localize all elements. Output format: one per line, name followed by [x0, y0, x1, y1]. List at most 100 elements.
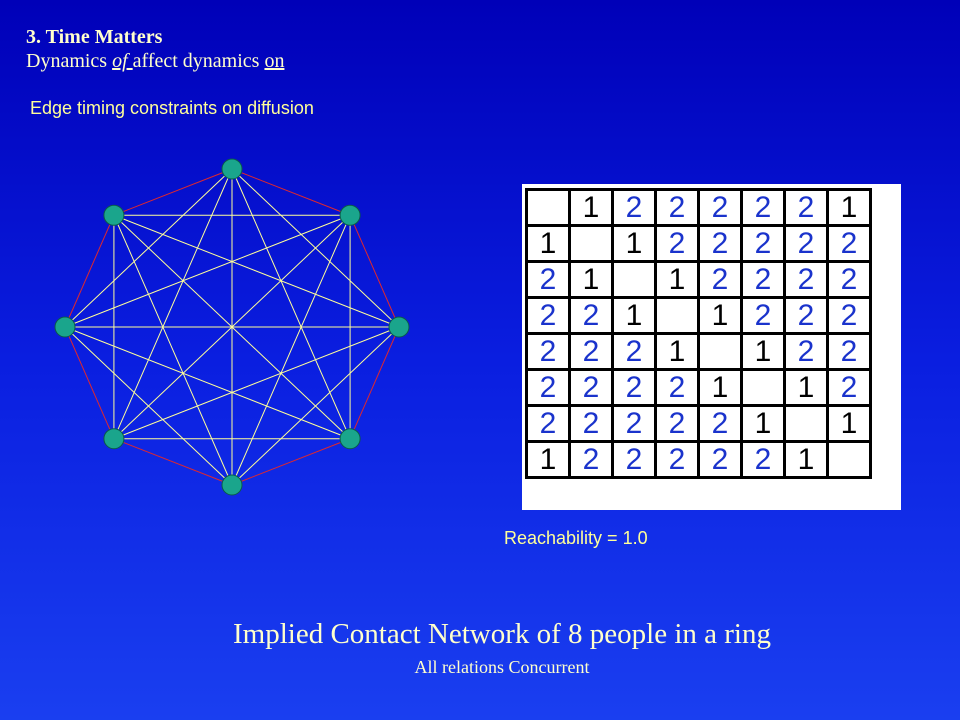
- matrix-cell: 2: [611, 440, 657, 479]
- subtitle-part-on: on: [264, 50, 285, 72]
- matrix-cell: [697, 332, 743, 371]
- chord-edge: [113, 215, 233, 486]
- matrix-cell: 2: [826, 332, 872, 371]
- matrix-cell: 2: [740, 188, 786, 227]
- matrix-cell: 1: [783, 368, 829, 407]
- chord-edge: [64, 326, 351, 440]
- network-caption: Implied Contact Network of 8 people in a…: [233, 618, 771, 650]
- network-nodes: [54, 158, 410, 496]
- matrix-cell: 1: [611, 224, 657, 263]
- subtitle-part-of: of: [112, 50, 133, 72]
- matrix-cell: 1: [697, 368, 743, 407]
- matrix-cell: [611, 260, 657, 299]
- matrix-cell: [783, 404, 829, 443]
- matrix-cell: 2: [611, 404, 657, 443]
- matrix-cell: 1: [611, 296, 657, 335]
- ring-edge: [113, 168, 233, 216]
- matrix-cell: 1: [568, 260, 614, 299]
- matrix-cell: 2: [568, 368, 614, 407]
- chord-edge: [64, 326, 233, 486]
- matrix-cell: [654, 296, 700, 335]
- matrix-cell: 2: [826, 260, 872, 299]
- chord-edge: [113, 168, 233, 439]
- network-caption-sub: All relations Concurrent: [414, 657, 590, 677]
- matrix-cell: 1: [740, 332, 786, 371]
- matrix-cell: 1: [525, 224, 571, 263]
- matrix-cell: 2: [826, 368, 872, 407]
- matrix-cell: 1: [654, 332, 700, 371]
- matrix-cell: 2: [525, 332, 571, 371]
- network-node: [103, 428, 125, 450]
- matrix-cell: 2: [525, 404, 571, 443]
- matrix-cell: 1: [525, 440, 571, 479]
- matrix-cell: 2: [525, 296, 571, 335]
- ring-edge: [349, 326, 400, 439]
- matrix-cell: 1: [826, 188, 872, 227]
- network-node: [221, 474, 243, 496]
- network-node: [339, 204, 361, 226]
- matrix-cell: 1: [697, 296, 743, 335]
- matrix-cell: 2: [611, 368, 657, 407]
- matrix-cell: 2: [783, 188, 829, 227]
- network-edges: [64, 168, 400, 486]
- matrix-cell: 2: [740, 296, 786, 335]
- network-node: [103, 204, 125, 226]
- matrix-cell: [826, 440, 872, 479]
- matrix-cell: 2: [654, 440, 700, 479]
- matrix-cell: 2: [525, 368, 571, 407]
- chord-edge: [113, 214, 400, 328]
- slide-subtitle: Dynamics of affect dynamics on: [26, 50, 284, 73]
- matrix-cell: 2: [568, 296, 614, 335]
- matrix-cell: 2: [826, 224, 872, 263]
- matrix-cell: 2: [654, 188, 700, 227]
- matrix-cell: 2: [654, 368, 700, 407]
- ring-edge: [231, 168, 351, 216]
- matrix-cell: 2: [654, 404, 700, 443]
- ring-edge: [349, 215, 400, 328]
- matrix-cell: 1: [826, 404, 872, 443]
- matrix-cell: 2: [783, 332, 829, 371]
- network-node: [54, 316, 76, 338]
- chord-edge: [64, 214, 351, 328]
- matrix-cell: 2: [740, 260, 786, 299]
- matrix-cell: 2: [826, 296, 872, 335]
- matrix-cell: 2: [697, 440, 743, 479]
- chord-edge: [113, 214, 351, 440]
- subtitle-part-affect: affect dynamics: [132, 50, 265, 72]
- matrix-cell: 2: [783, 260, 829, 299]
- network-node: [221, 158, 243, 180]
- matrix-cell: 2: [568, 404, 614, 443]
- matrix-cell: 1: [568, 188, 614, 227]
- ring-edge: [113, 438, 233, 486]
- section-heading: Edge timing constraints on diffusion: [30, 98, 314, 118]
- matrix-cell: 2: [568, 332, 614, 371]
- ring-edge: [64, 326, 115, 439]
- matrix-cell: 2: [697, 188, 743, 227]
- matrix-cell: 2: [611, 188, 657, 227]
- network-node: [388, 316, 410, 338]
- network-node: [339, 428, 361, 450]
- matrix-cell: 2: [654, 224, 700, 263]
- matrix-cell: 2: [568, 440, 614, 479]
- matrix-cell: 2: [525, 260, 571, 299]
- matrix-cell: 2: [611, 332, 657, 371]
- matrix-cell: 2: [783, 224, 829, 263]
- chord-edge: [231, 168, 351, 439]
- matrix-cell: 2: [697, 404, 743, 443]
- ring-edge: [64, 215, 115, 328]
- matrix-cell: 1: [783, 440, 829, 479]
- chord-edge: [113, 326, 400, 440]
- matrix-cell: 1: [654, 260, 700, 299]
- matrix-cell: 2: [740, 224, 786, 263]
- matrix-cell: [740, 368, 786, 407]
- reachability-label: Reachability = 1.0: [504, 528, 648, 548]
- matrix-cell: [568, 224, 614, 263]
